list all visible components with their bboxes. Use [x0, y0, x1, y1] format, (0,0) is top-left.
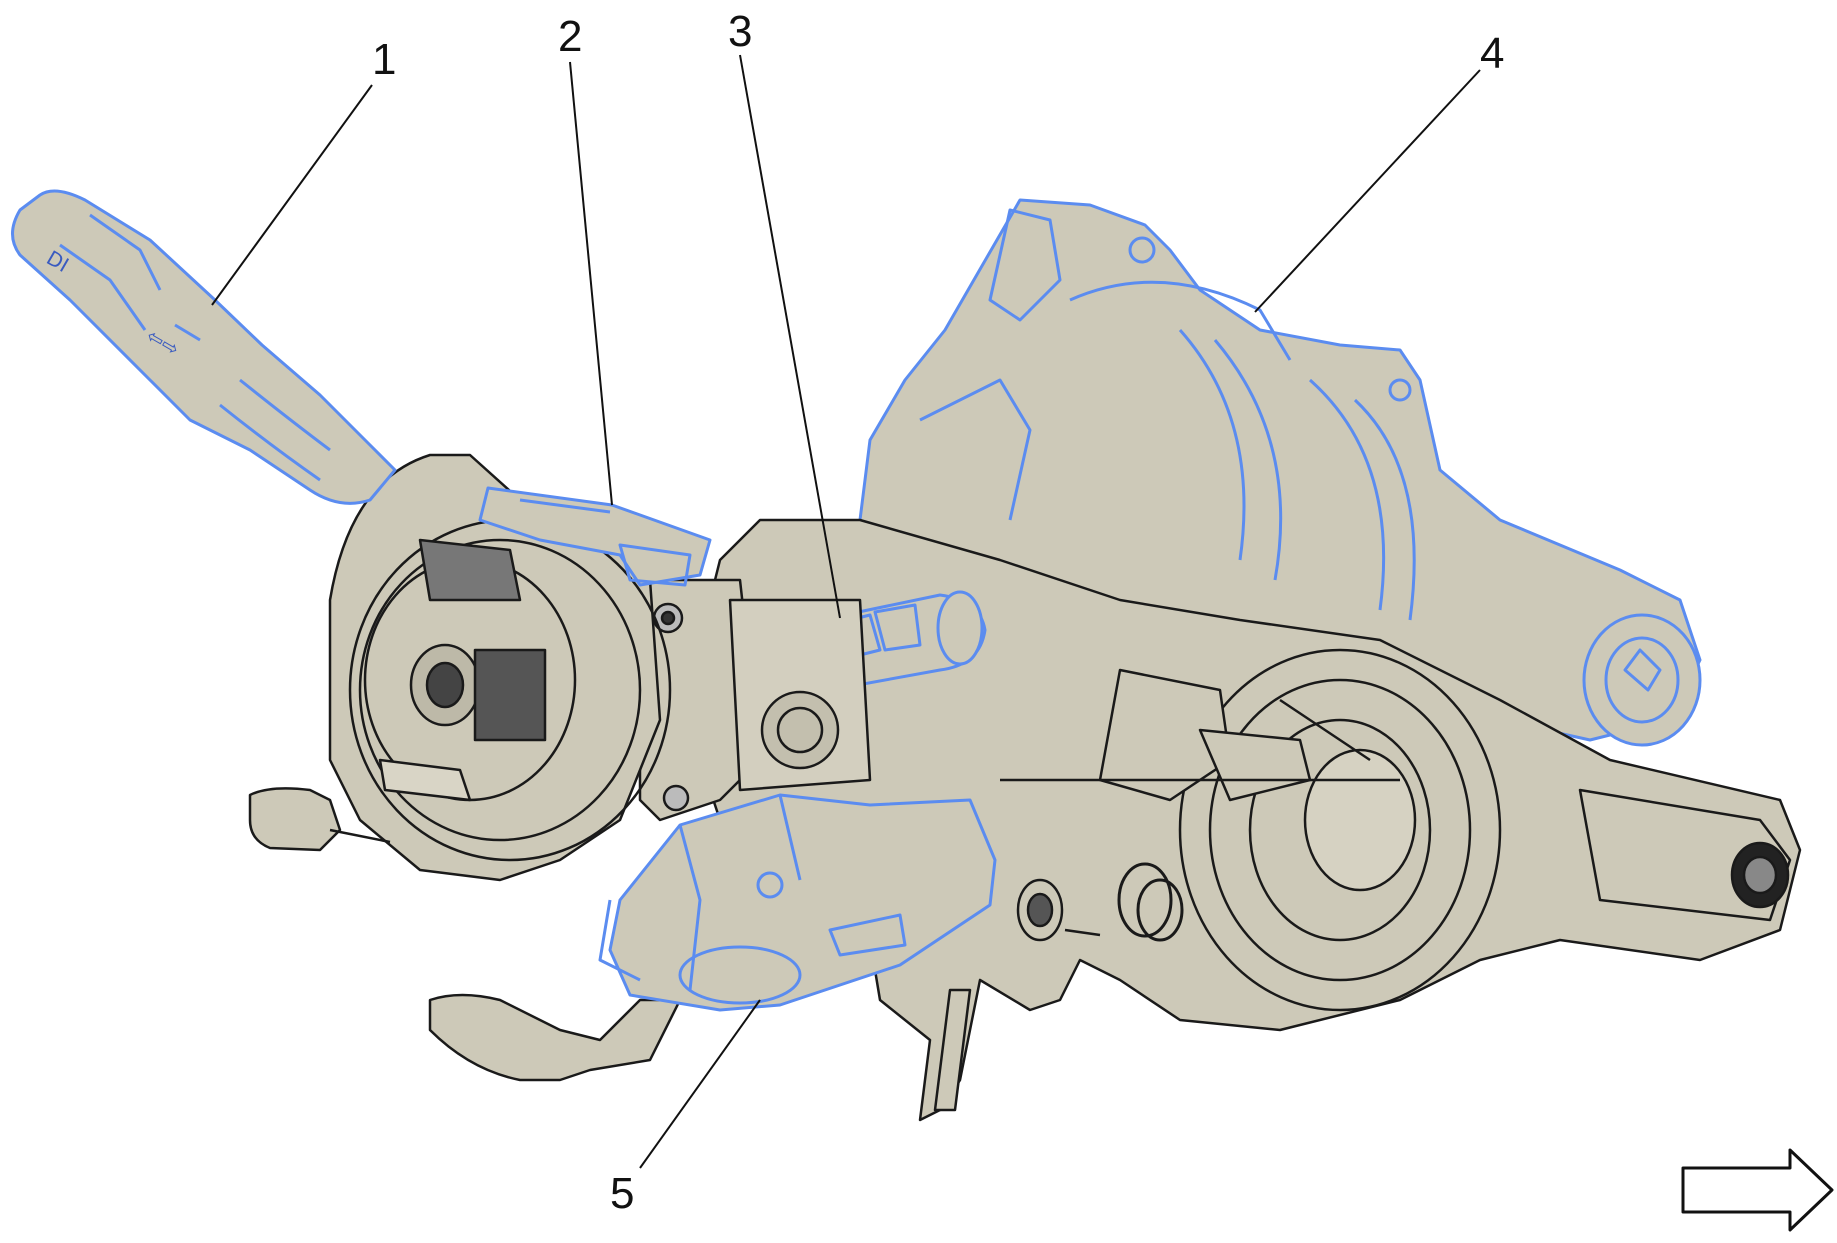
leader-line-1 — [211, 84, 373, 306]
steering-column-housing — [858, 198, 1702, 747]
leader-line-3 — [739, 54, 841, 619]
leader-line-2 — [569, 61, 613, 506]
leader-line-5 — [639, 999, 761, 1169]
turn-signal-lever: ⅮⅠ ⇦⇨ — [11, 189, 397, 505]
leader-line-4 — [1254, 69, 1481, 313]
callout-5: 5 — [610, 1169, 635, 1218]
direction-arrow-icon — [1681, 1148, 1834, 1232]
column-lower-body — [698, 518, 1802, 1122]
callout-4: 4 — [1480, 29, 1505, 78]
control-module — [598, 793, 997, 1012]
connector-module — [478, 486, 712, 587]
callout-2: 2 — [558, 12, 583, 61]
leader-lines — [211, 54, 1481, 1169]
callout-3: 3 — [728, 7, 753, 56]
callout-1: 1 — [372, 35, 397, 84]
clock-spring-assembly — [248, 453, 682, 1082]
switch-housing — [638, 578, 872, 822]
